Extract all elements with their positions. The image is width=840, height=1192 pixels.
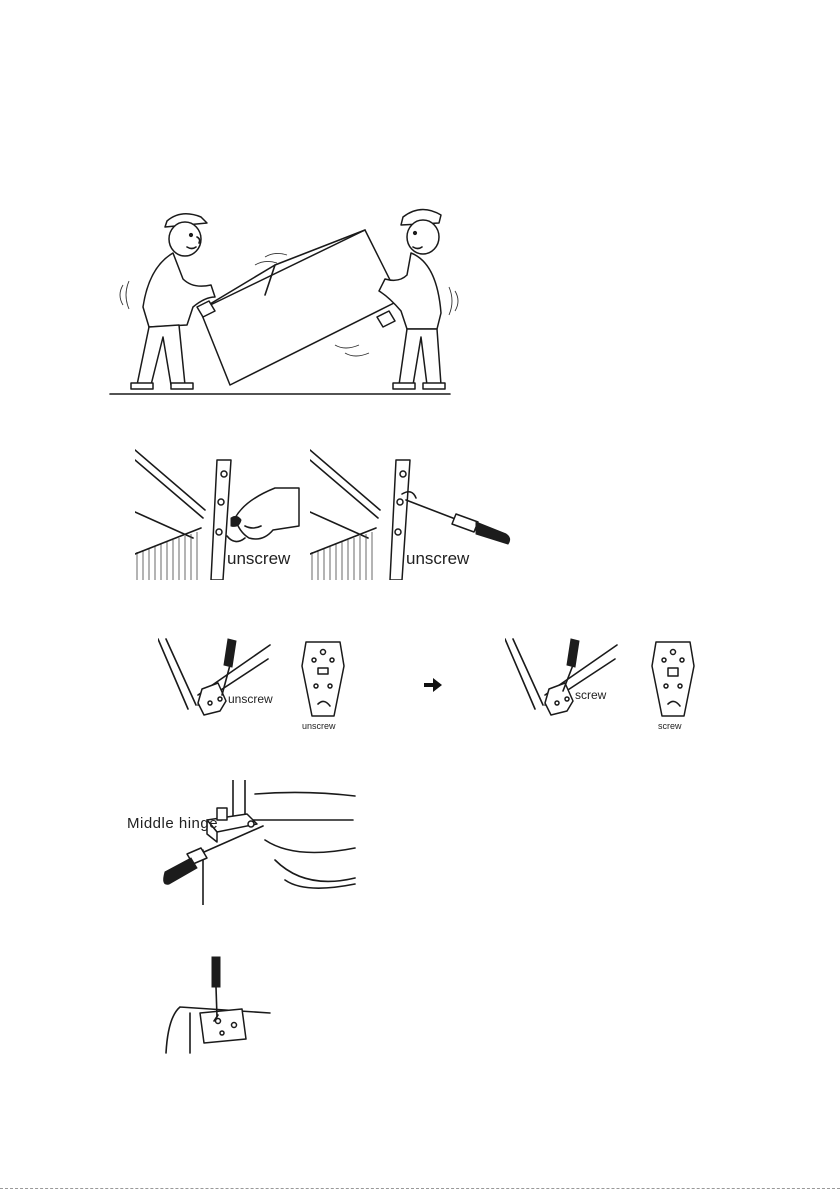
- handle-right-label: unscrew: [406, 549, 470, 568]
- handle-unscrew-by-screwdriver: unscrew: [310, 440, 515, 580]
- middle-hinge-label: Middle hinge: [127, 815, 218, 832]
- hinge-unscrew-view: unscrew: [158, 625, 273, 720]
- right-arrow-icon: [424, 678, 442, 692]
- top-hinge-figure: [160, 955, 275, 1055]
- hinge-plate-unscrew: unscrew: [298, 640, 348, 732]
- handle-left-label: unscrew: [227, 549, 291, 568]
- hinge-plate-left-label: unscrew: [302, 721, 336, 731]
- hinge-plate-right-label: screw: [658, 721, 682, 731]
- hinge-screw-view: screw: [505, 625, 620, 720]
- lifting-illustration: [105, 195, 465, 400]
- hinge-right-label: screw: [575, 688, 607, 702]
- middle-hinge-figure: Middle hinge: [125, 780, 360, 905]
- page-bottom-edge: [0, 1188, 840, 1189]
- handle-unscrew-by-hand: unscrew: [135, 440, 305, 580]
- hinge-plate-screw: screw: [648, 640, 698, 732]
- hinge-left-label: unscrew: [228, 692, 273, 706]
